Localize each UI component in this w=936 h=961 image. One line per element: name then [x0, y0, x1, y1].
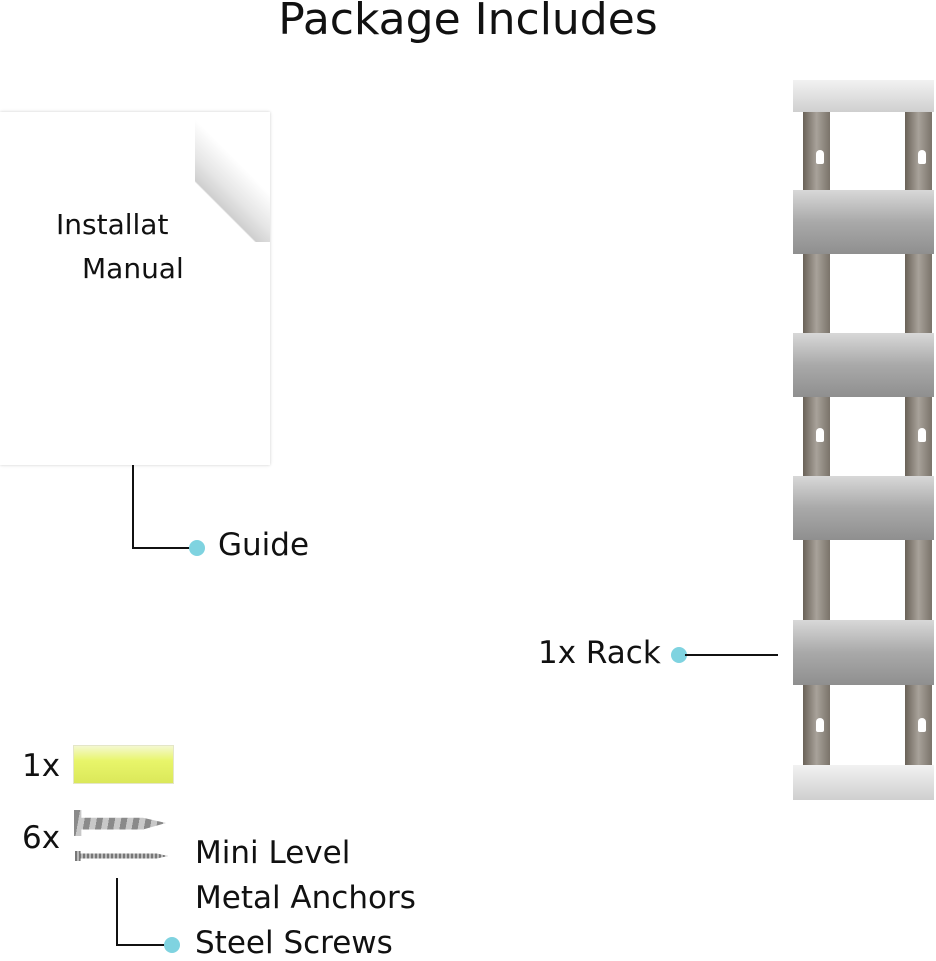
guide-leader-line: [132, 465, 134, 549]
keyhole-icon: [816, 428, 824, 442]
manual-title-line2: Manual: [82, 252, 184, 285]
page-curl: [195, 112, 270, 242]
rack-shelf: [793, 190, 934, 254]
manual-title-line1: Installat: [56, 208, 169, 241]
rack-label: 1x Rack: [538, 635, 661, 671]
hardware-dot: [164, 937, 180, 953]
rack-leader-line: [685, 654, 778, 656]
metal-anchor-image: [74, 810, 166, 836]
steel-screws-label: Steel Screws: [195, 925, 393, 961]
level-qty: 1x: [22, 748, 61, 784]
rack-shelf: [793, 620, 934, 685]
hardware-leader-line: [116, 878, 118, 946]
mini-level-image: [73, 745, 174, 784]
rack-dot: [671, 647, 687, 663]
mini-level-label: Mini Level: [195, 835, 351, 871]
rack-top-cap: [793, 80, 934, 112]
guide-label: Guide: [218, 527, 310, 563]
rack-shelf: [793, 333, 934, 397]
rack-bottom-cap: [793, 765, 934, 800]
keyhole-icon: [918, 428, 926, 442]
guide-leader-line-h: [132, 547, 192, 549]
anchor-qty: 6x: [22, 820, 61, 856]
keyhole-icon: [918, 150, 926, 164]
keyhole-icon: [816, 718, 824, 732]
keyhole-icon: [816, 150, 824, 164]
rack-shelf: [793, 476, 934, 540]
guide-dot: [189, 540, 205, 556]
page-title: Package Includes: [278, 0, 658, 45]
hardware-leader-line-h: [116, 944, 168, 946]
keyhole-icon: [918, 718, 926, 732]
steel-screw-image: [75, 851, 168, 861]
metal-anchors-label: Metal Anchors: [195, 880, 416, 916]
